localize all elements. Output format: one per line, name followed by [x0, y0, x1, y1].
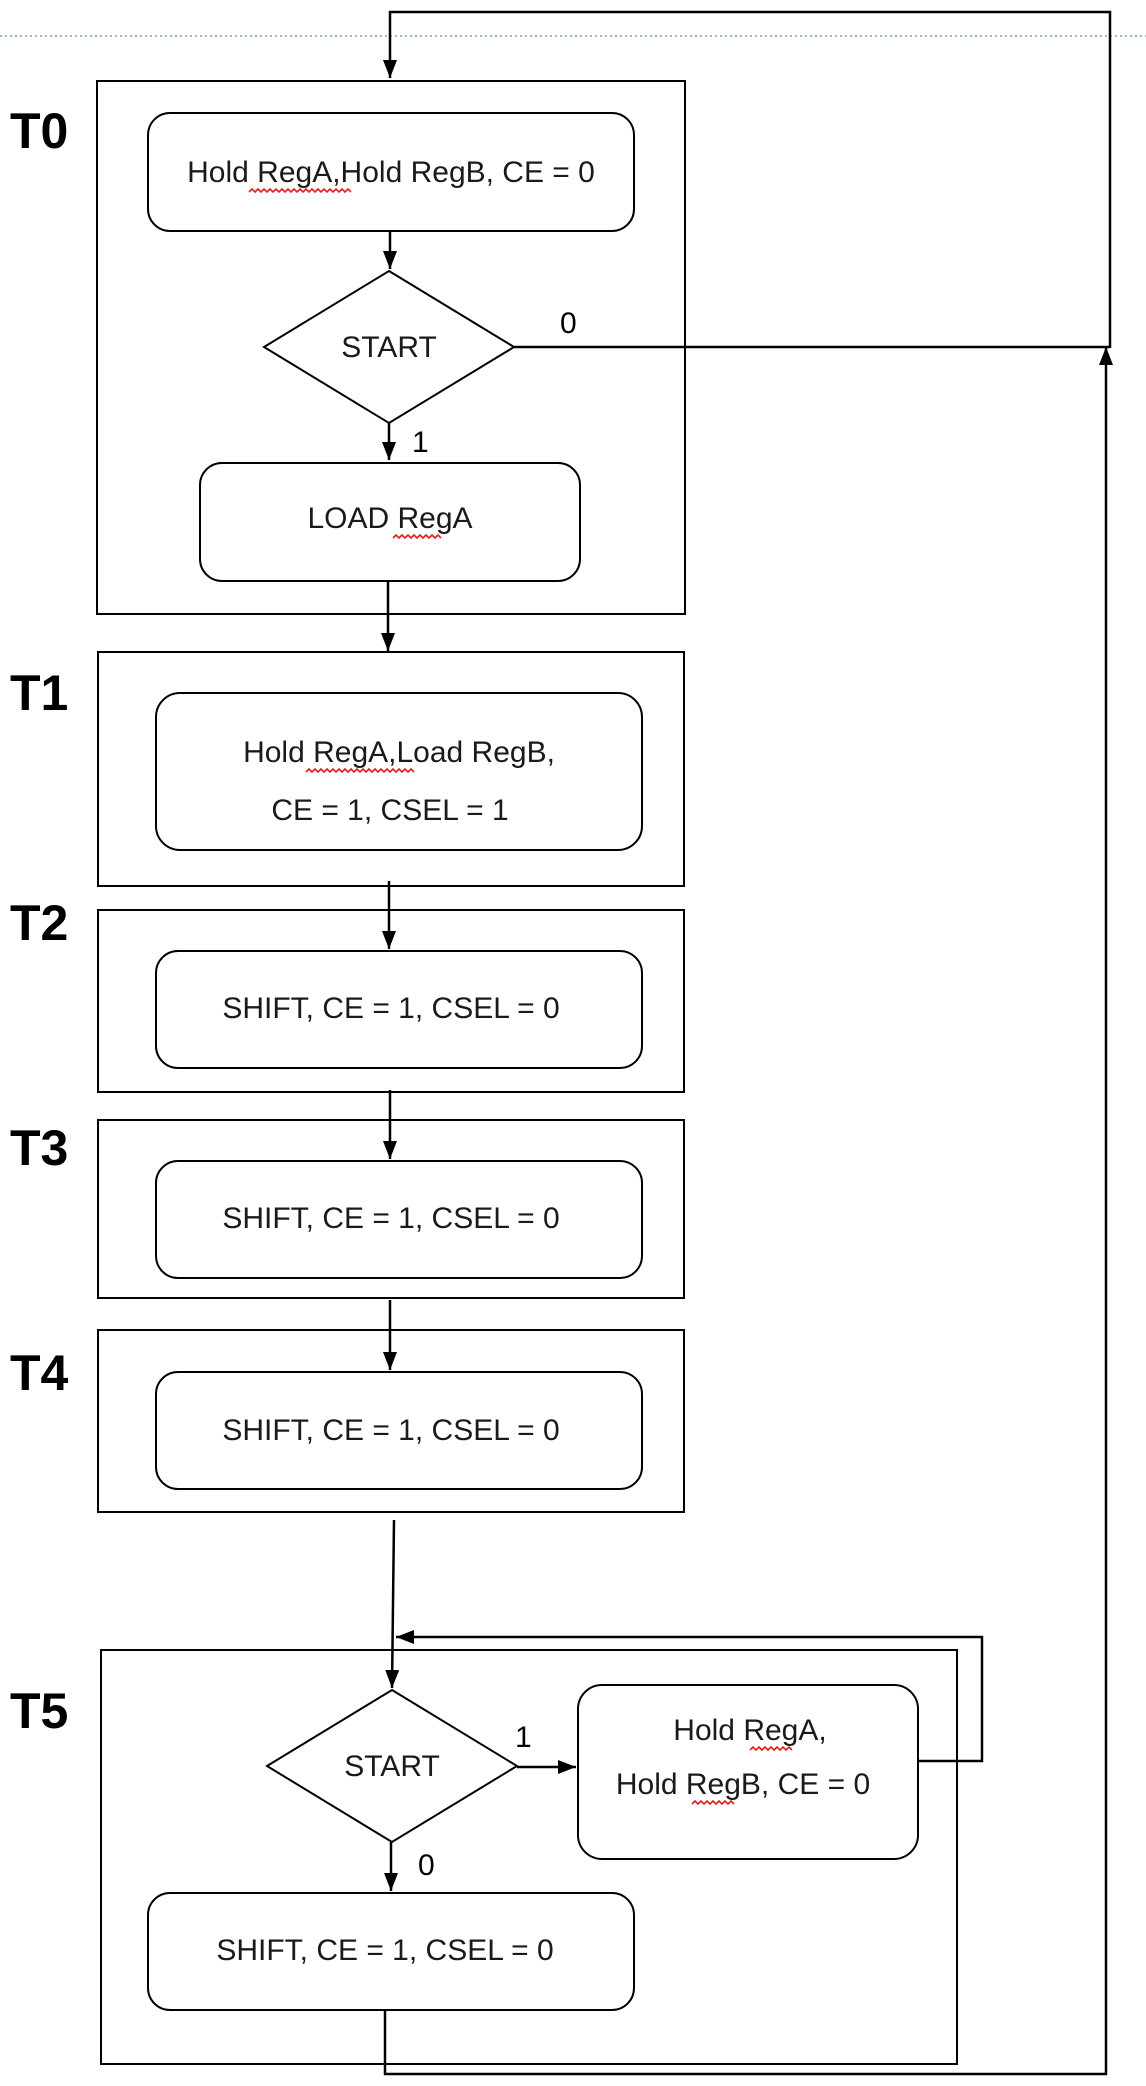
t4-shift-text: SHIFT, CE = 1, CSEL = 0 [222, 1414, 559, 1447]
t5-shift-text: SHIFT, CE = 1, CSEL = 0 [216, 1934, 553, 1967]
t5-hold-node [577, 1684, 919, 1860]
t1-node [155, 692, 643, 851]
t0-start-text: START [341, 331, 437, 364]
state-label-t5: T5 [10, 1683, 68, 1739]
edge-label-t0-start-yes: 1 [412, 426, 429, 459]
edge-label-t0-start-no: 0 [560, 307, 577, 340]
t4-shift-node [155, 1371, 643, 1490]
edge-label-t5-start-no: 0 [418, 1849, 435, 1882]
edge-label-t5-start-yes: 1 [515, 1721, 532, 1754]
t0-load-text: LOAD RegA [307, 502, 472, 535]
state-label-t3: T3 [10, 1120, 68, 1176]
t2-shift-text: SHIFT, CE = 1, CSEL = 0 [222, 992, 559, 1025]
t5-start-text: START [344, 1750, 440, 1783]
t5-hold-text-line1: Hold RegA, [673, 1714, 826, 1747]
edge-t4-to-t5 [385, 1519, 400, 1689]
t0-hold-text: Hold RegA,Hold RegB, CE = 0 [187, 156, 595, 189]
state-box-t5 [100, 1649, 958, 2065]
connectors [381, 10, 1113, 2076]
state-label-t4: T4 [10, 1345, 69, 1401]
state-label-t0: T0 [10, 103, 68, 159]
edge-top-loop [383, 10, 1112, 348]
edge-t5-to-t0 [383, 347, 1113, 2076]
t3-shift-text: SHIFT, CE = 1, CSEL = 0 [222, 1202, 559, 1235]
edge-t5-hold-loop [396, 1630, 984, 1763]
t2-shift-node [155, 950, 643, 1069]
state-label-t2: T2 [10, 895, 68, 951]
t0-load-node [199, 462, 581, 582]
t1-text-line2: CE = 1, CSEL = 1 [271, 794, 508, 827]
t5-hold-text-line2: Hold RegB, CE = 0 [616, 1768, 870, 1801]
t3-shift-node [155, 1160, 643, 1279]
state-box-t1 [97, 651, 685, 887]
t1-text-line1: Hold RegA,Load RegB, [243, 736, 555, 769]
spellcheck-squiggles [248, 187, 793, 1806]
t5-shift-node [147, 1892, 635, 2011]
state-label-t1: T1 [10, 665, 68, 721]
